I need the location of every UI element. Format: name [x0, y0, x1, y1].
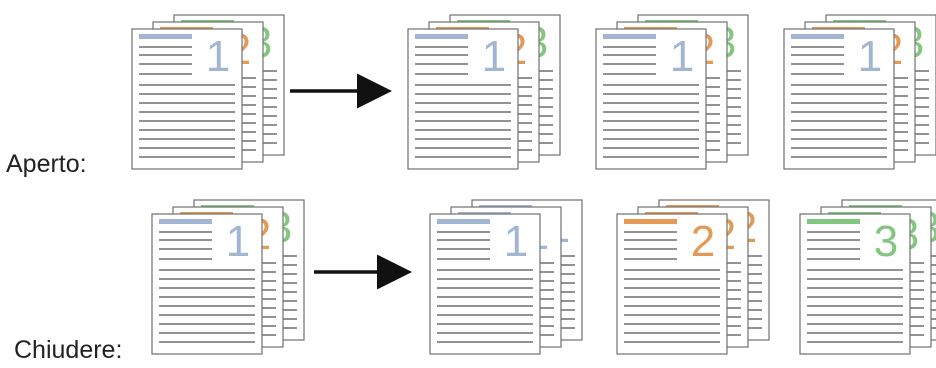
- page-stack: 321: [151, 199, 305, 355]
- page-stack: 321: [131, 14, 285, 170]
- page-number: 1: [226, 217, 250, 266]
- page-sheet: 1: [783, 28, 895, 170]
- page-sheet: 1: [595, 28, 707, 170]
- page-number: 1: [206, 32, 230, 81]
- row-open: 321321321321: [131, 14, 936, 170]
- page-number: 1: [482, 32, 506, 81]
- page-number: 3: [874, 217, 898, 266]
- page-stack: 333: [799, 199, 936, 355]
- page-color-bar: [159, 219, 212, 224]
- page-color-bar: [603, 34, 656, 39]
- page-stack: 111: [429, 199, 583, 355]
- page-sheet: 3: [799, 213, 911, 355]
- page-color-bar: [624, 219, 677, 224]
- page-stack: 321: [595, 14, 749, 170]
- page-stack: 321: [783, 14, 936, 170]
- page-sheet: 1: [407, 28, 519, 170]
- page-sheet: 1: [429, 213, 541, 355]
- label-open: Aperto:: [6, 150, 87, 178]
- page-stack: 222: [616, 199, 770, 355]
- page-number: 1: [858, 32, 882, 81]
- page-number: 2: [691, 217, 715, 266]
- page-color-bar: [807, 219, 860, 224]
- page-stack: 321: [407, 14, 561, 170]
- page-number: 1: [670, 32, 694, 81]
- page-number: 1: [504, 217, 528, 266]
- row-close: 321111222333: [151, 199, 936, 355]
- page-sheet: 1: [131, 28, 243, 170]
- page-color-bar: [139, 34, 192, 39]
- page-sheet: 1: [151, 213, 263, 355]
- page-color-bar: [415, 34, 468, 39]
- label-close: Chiudere:: [14, 336, 123, 364]
- page-sheet: 2: [616, 213, 728, 355]
- page-color-bar: [791, 34, 844, 39]
- page-color-bar: [437, 219, 490, 224]
